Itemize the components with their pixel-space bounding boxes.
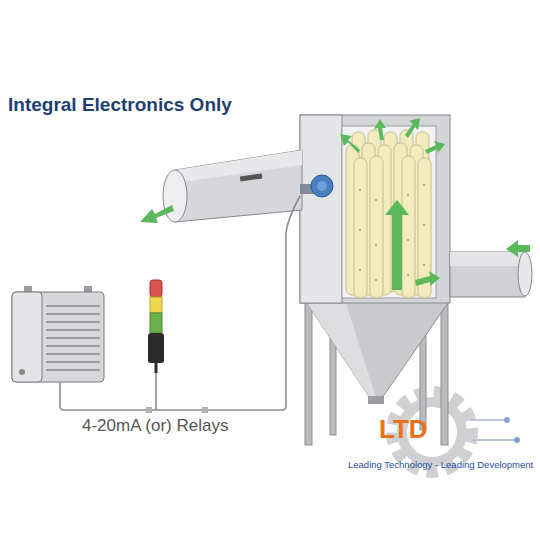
watermark-tagline: Leading Technology - Leading Development [348,459,533,470]
stack-light [148,280,164,373]
airflow-arrows [340,118,445,290]
inlet-duct [450,252,532,297]
controller-box [12,286,104,382]
outlet-duct [163,150,302,222]
hopper [305,300,450,398]
diagram-title: Integral Electronics Only [8,94,232,117]
inlet-arrow [506,240,530,257]
logo-mark: LTD [379,414,428,445]
outlet-arrow [140,205,174,223]
filter-bags [346,130,431,298]
signal-wires [60,196,300,410]
wire-connectors [146,407,208,413]
housing [300,115,450,303]
sensor-probe [300,175,333,197]
signal-label: 4-20mA (or) Relays [82,416,228,436]
